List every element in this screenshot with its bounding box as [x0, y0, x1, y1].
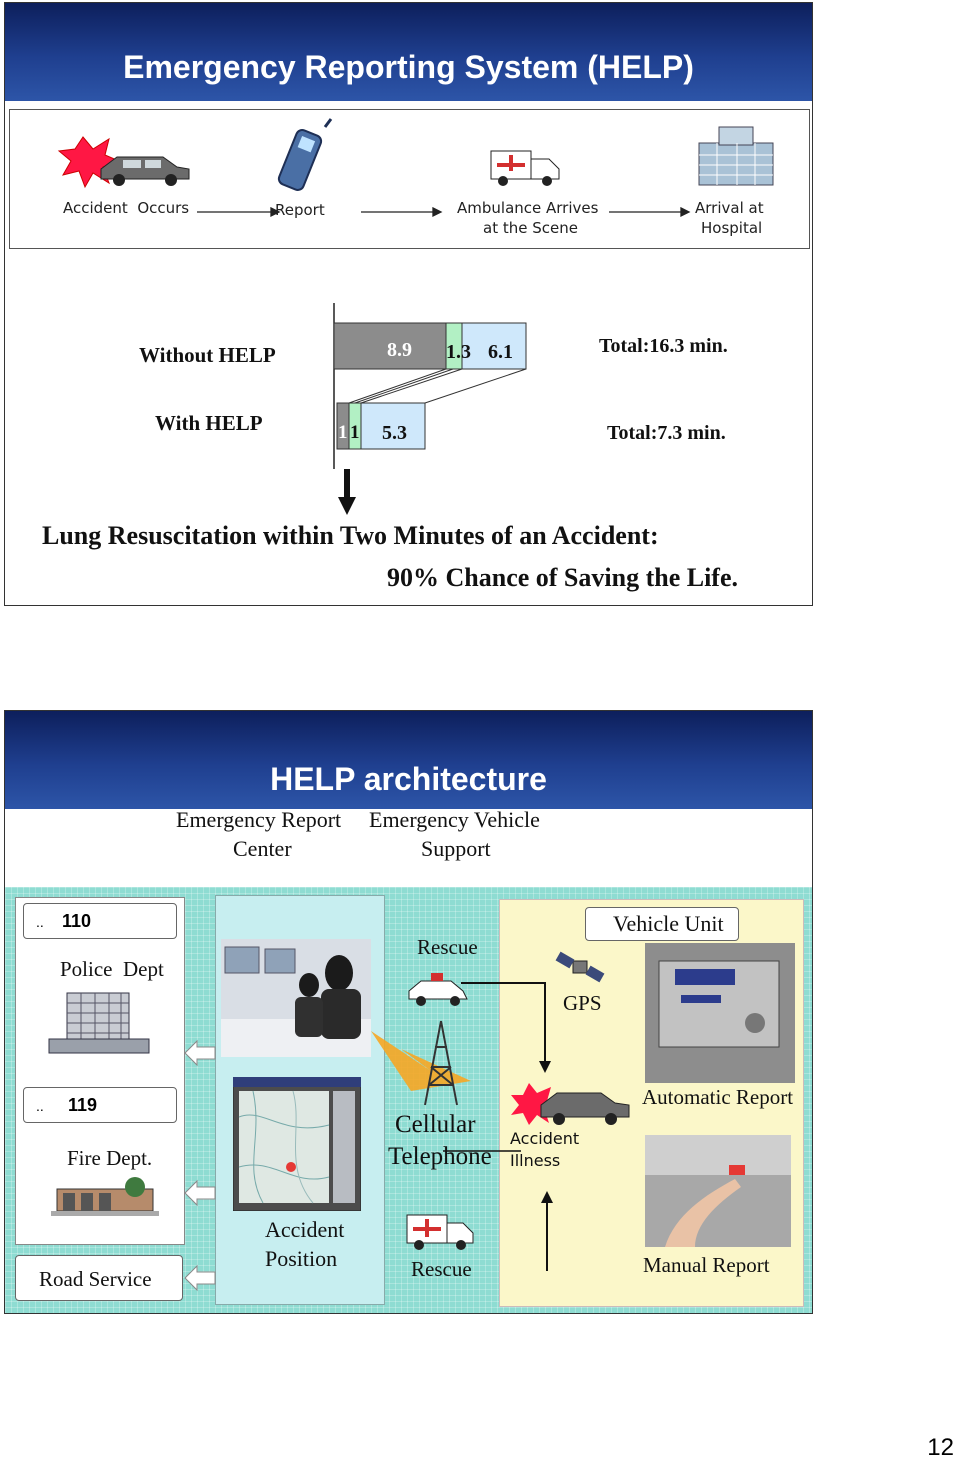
satellite-icon: [555, 951, 605, 983]
agency-column: [15, 897, 185, 1245]
police-car-icon: [408, 973, 468, 1006]
police-building-icon: [48, 992, 150, 1054]
accident-position-line1: Accident: [265, 1217, 345, 1242]
total-with: Total:7.3 min.: [607, 422, 726, 444]
communication-links: [371, 982, 553, 1271]
bar-connectors: [348, 368, 527, 404]
police-number-box: .. 110: [23, 903, 177, 939]
column-header-vehicle-support-line2: Support: [421, 836, 491, 861]
dispatch-arrows: [184, 1039, 216, 1292]
flow-step-ambulance-line1: Ambulance Arrives: [457, 199, 599, 217]
slide-help-architecture: HELP architecture Emergency Report Cente…: [4, 710, 813, 1314]
ambulance-icon: [406, 1214, 474, 1250]
cell-tower-icon: [424, 1020, 458, 1106]
fire-dots: ..: [36, 1098, 44, 1114]
vehicle-unit-device-photo: [645, 943, 795, 1083]
flow-arrows: [197, 206, 691, 218]
police-number: 110: [62, 911, 92, 931]
slide-header: [5, 711, 812, 809]
accident-map-screen: [233, 1077, 361, 1211]
flow-step-hospital-line1: Arrival at: [695, 199, 764, 217]
caption-line2: 90% Chance of Saving the Life.: [387, 563, 738, 592]
bar-without-report: [333, 322, 447, 370]
total-without: Total:16.3 min.: [599, 335, 728, 357]
accident-label-line1: Accident: [510, 1129, 580, 1148]
flow-step-report: Report: [275, 201, 325, 219]
vehicle-unit-box: [585, 907, 739, 941]
ambulance-icon: [490, 150, 560, 186]
rescue-top-label: Rescue: [417, 935, 478, 959]
automatic-report-label: Automatic Report: [642, 1085, 794, 1109]
flow-illustrations: [57, 118, 774, 218]
bar-value-with-1: 1: [350, 422, 360, 443]
accident-car-icon: [511, 1083, 630, 1125]
cellular-label-line1: Cellular: [395, 1111, 476, 1138]
gps-label: GPS: [563, 991, 602, 1015]
police-dots: ..: [36, 914, 44, 930]
accident-label-line2: Illness: [510, 1151, 561, 1170]
bar-with-travel: [360, 402, 426, 450]
flow-step-accident: Accident Occurs: [63, 199, 190, 217]
column-header-report-center-line2: Center: [233, 836, 292, 861]
slide-title: HELP architecture: [270, 761, 547, 797]
bar-without-travel: [461, 322, 527, 370]
road-service-box: [15, 1255, 183, 1301]
flow-step-ambulance-line2: at the Scene: [483, 219, 578, 237]
hospital-building-icon: [698, 126, 774, 186]
slide-emergency-reporting: Emergency Reporting System (HELP): [4, 2, 813, 606]
timing-bars: [333, 303, 527, 515]
down-arrow-icon: [338, 469, 356, 515]
car-icon: [100, 156, 190, 186]
column-header-vehicle-support-line1: Emergency Vehicle: [369, 807, 540, 832]
fire-station-icon: [51, 1177, 159, 1216]
row-label-with: With HELP: [155, 411, 263, 435]
road-service-label: Road Service: [39, 1267, 152, 1291]
accident-position-line2: Position: [265, 1246, 338, 1271]
flow-step-hospital-line2: Hospital: [701, 219, 763, 237]
rescue-bottom-label: Rescue: [411, 1257, 472, 1281]
slide-title: Emergency Reporting System (HELP): [123, 49, 694, 85]
bar-value-without-1: 1.3: [446, 341, 471, 363]
bar-value-without-0: 8.9: [387, 339, 412, 361]
column-header-report-center-line1: Emergency Report: [176, 807, 342, 832]
accident-location-icon: [286, 1162, 296, 1172]
bar-value-with-2: 5.3: [382, 422, 407, 444]
manual-report-button-photo: [645, 1135, 791, 1247]
fire-number: 119: [68, 1095, 98, 1115]
slide-header: [5, 3, 812, 101]
fire-number-box: .. 119: [23, 1087, 177, 1123]
cellular-label-line2: Telephone: [388, 1143, 492, 1170]
row-label-without: Without HELP: [139, 343, 276, 367]
bar-value-without-2: 6.1: [488, 341, 513, 363]
police-label: Police Dept: [60, 957, 164, 981]
manual-report-label: Manual Report: [643, 1253, 770, 1277]
fire-label: Fire Dept.: [67, 1146, 153, 1170]
call-center-photo: [221, 939, 371, 1057]
vehicle-unit-label: Vehicle Unit: [613, 911, 724, 936]
mobile-phone-icon: [277, 118, 333, 191]
caption-line1: Lung Resuscitation within Two Minutes of…: [42, 521, 659, 550]
page-number: 12: [927, 1434, 954, 1461]
bar-value-with-0: 1: [338, 422, 348, 443]
